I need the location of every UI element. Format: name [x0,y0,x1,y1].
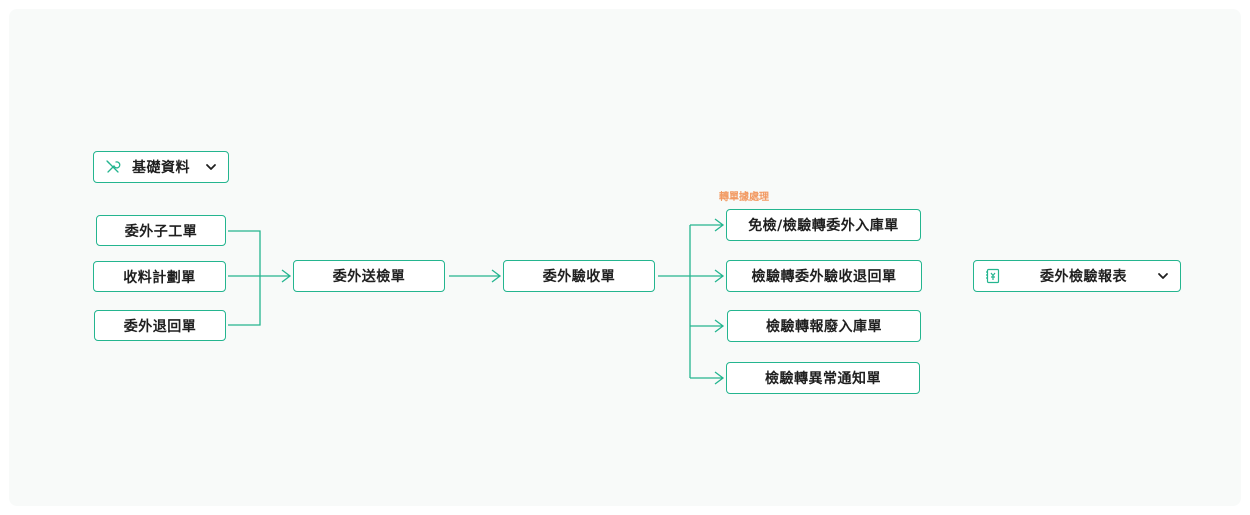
target-node-stock-in[interactable]: 免檢/檢驗轉委外入庫單 [726,209,921,241]
source-node-receiving-plan[interactable]: 收料計劃單 [93,261,226,292]
source-merge-line [228,230,261,326]
branch-arrowhead-2 [714,269,725,283]
source-node-label: 收料計劃單 [123,269,196,286]
source-node-label: 委外退回單 [123,318,197,335]
target-node-label: 檢驗轉報廢入庫單 [766,319,882,335]
chevron-down-icon [1156,269,1170,283]
tools-icon [104,158,122,176]
branch-arrowhead-1 [714,218,725,232]
report-label: 委外檢驗報表 [1040,269,1127,285]
target-node-label: 免檢/檢驗轉委外入庫單 [748,218,899,234]
branch-arrowhead-4 [714,371,725,385]
basic-data-dropdown[interactable]: 基礎資料 [93,151,229,183]
receive-inspect-node[interactable]: 委外驗收單 [503,260,655,292]
basic-data-label: 基礎資料 [132,160,190,176]
source-node-subcontract-return[interactable]: 委外退回單 [94,310,226,341]
chevron-down-icon [204,160,218,174]
send-inspect-label: 委外送檢單 [332,269,406,285]
target-node-acceptance-return[interactable]: 檢驗轉委外驗收退回單 [726,260,922,292]
send-inspect-node[interactable]: 委外送檢單 [293,260,445,292]
target-node-label: 檢驗轉異常通知單 [765,371,881,387]
branch-arrowhead-3 [714,319,725,333]
report-dropdown[interactable]: 委外檢驗報表 [973,260,1181,292]
send-to-receive-arrowhead [491,269,502,283]
target-node-label: 檢驗轉委外驗收退回單 [751,269,897,285]
report-icon [984,267,1002,285]
flow-panel [9,9,1241,506]
source-node-label: 委外子工單 [124,223,198,240]
conversion-title: 轉單據處理 [719,192,769,203]
source-node-subcontract-order[interactable]: 委外子工單 [96,215,226,246]
target-node-exception-notice[interactable]: 檢驗轉異常通知單 [726,362,920,394]
receive-inspect-label: 委外驗收單 [542,269,616,285]
source-to-send-arrowhead [281,269,292,283]
target-node-scrap-stock-in[interactable]: 檢驗轉報廢入庫單 [727,310,921,342]
